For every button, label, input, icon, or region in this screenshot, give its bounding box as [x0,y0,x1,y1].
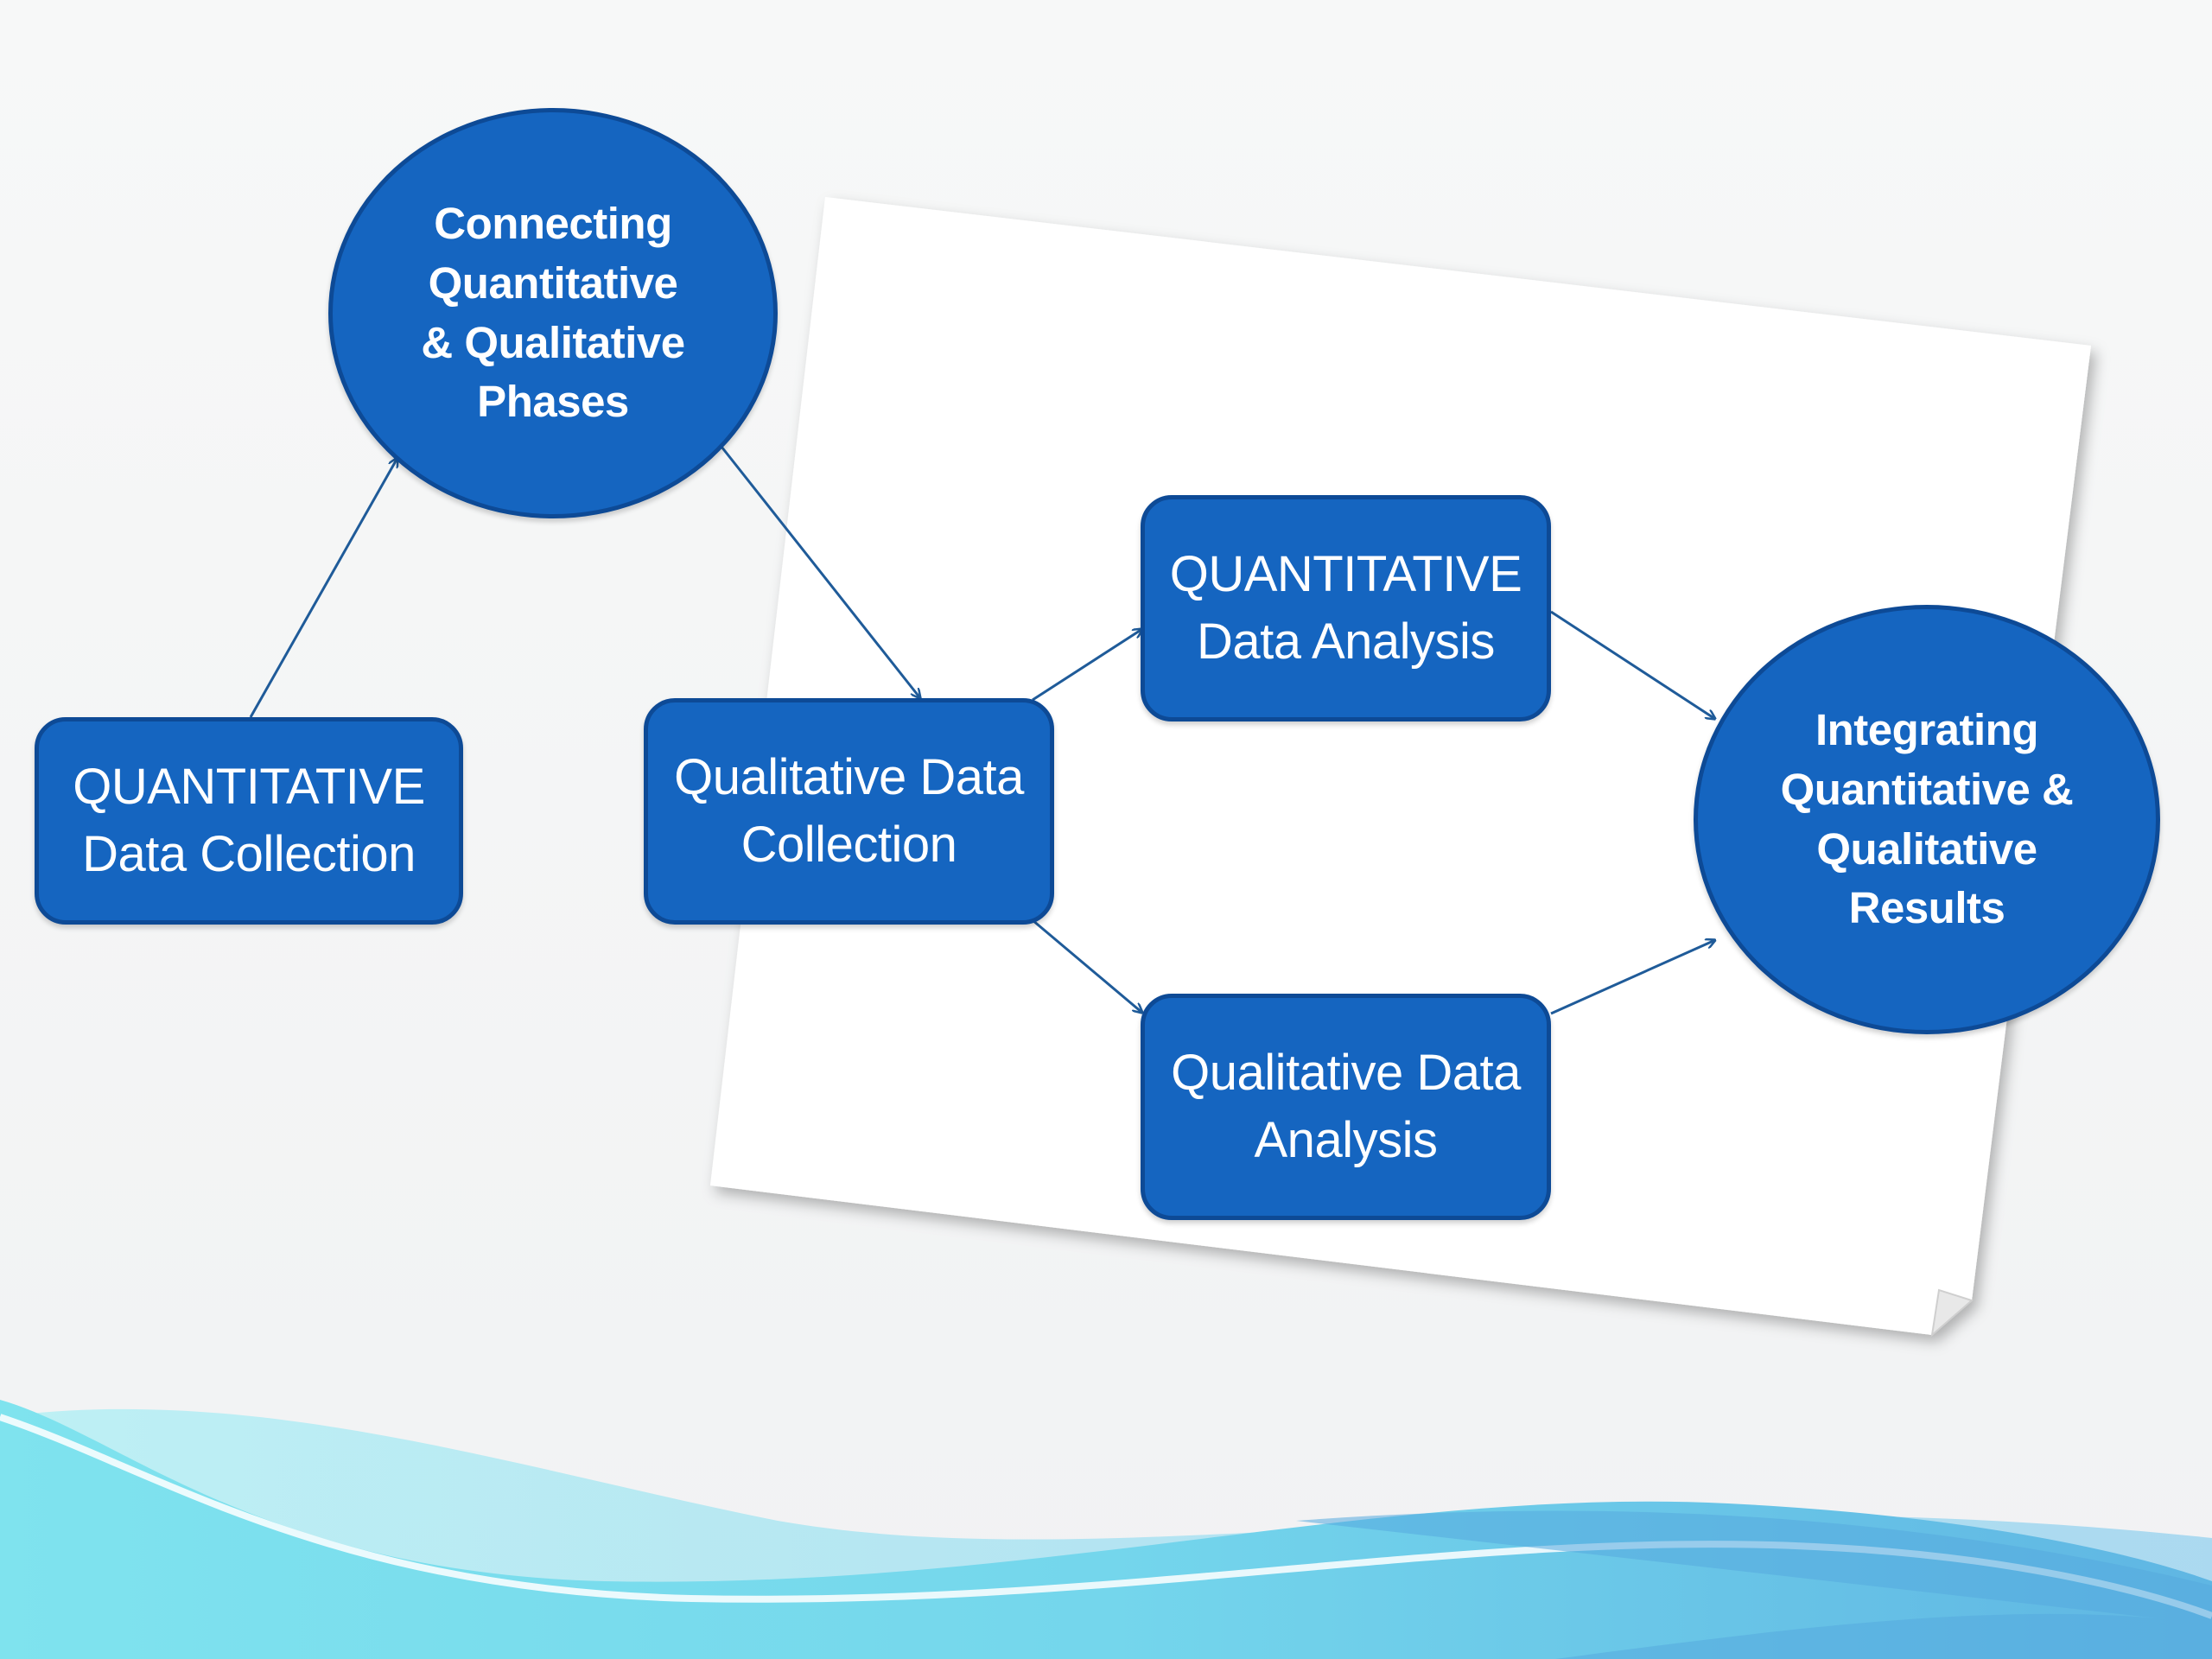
node-label-line: Data Analysis [1197,613,1495,670]
node-label-line: QUANTITATIVE [73,758,425,815]
wave-front [0,1400,2212,1659]
node-label-line: Results [1848,883,2005,933]
node-label-line: Analysis [1254,1112,1438,1168]
node-label-line: Quantitative [428,257,678,308]
node-qualitative-data-collection: Qualitative Data Collection [644,698,1054,925]
node-label-line: Phases [477,377,629,427]
node-connecting-phases: Connecting Quantitative & Qualitative Ph… [328,108,778,518]
node-label-line: Connecting [434,198,672,248]
arrow-quant-analysis-to-integrating [1550,610,1715,719]
node-quantitative-data-collection: QUANTITATIVE Data Collection [35,717,463,925]
node-label-line: QUANTITATIVE [1169,545,1522,602]
arrow-qual-collection-to-quant-analysis [1032,629,1142,702]
paper-curl [1930,1288,1974,1338]
node-label-line: Quantitative & [1780,764,2074,814]
node-label-line: Collection [741,817,957,873]
paper-sheet [710,197,2091,1335]
node-label-line: Data Collection [82,826,416,882]
node-qualitative-data-analysis: Qualitative Data Analysis [1141,994,1551,1220]
wave-dark-band [1296,1510,2212,1659]
arrow-qual-collection-to-qual-analysis [1032,918,1142,1013]
node-label-line: & Qualitative [421,317,685,367]
node-label-line: Qualitative [1816,823,2037,874]
node-label-line: Integrating [1815,704,2038,754]
node-integrating-results: Integrating Quantitative & Qualitative R… [1694,605,2160,1034]
node-label-line: Qualitative Data [1171,1044,1521,1101]
arrow-quant-collection-to-connecting [249,458,397,718]
arrow-connecting-to-qual-collection [720,446,920,698]
arrow-qual-analysis-to-integrating [1550,940,1715,1015]
node-label-line: Qualitative Data [674,748,1024,805]
node-quantitative-data-analysis: QUANTITATIVE Data Analysis [1141,495,1551,721]
